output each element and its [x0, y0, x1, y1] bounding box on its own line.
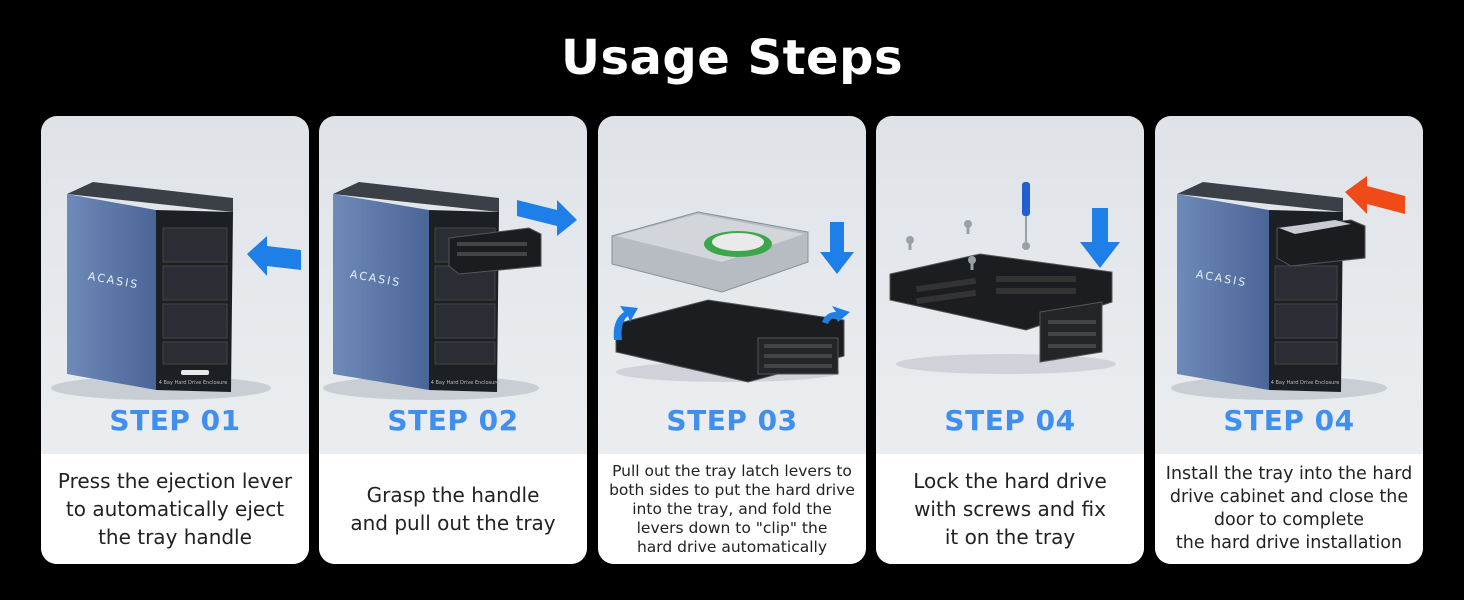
panel-text: 4 Bay Hard Drive Enclosure	[431, 380, 500, 386]
arrow-right-icon	[517, 200, 577, 236]
step-description: Press the ejection lever to automaticall…	[57, 469, 293, 549]
curved-arrow-icon	[613, 306, 638, 340]
step-card-3: STEP 03 Pull out the tray latch levers t…	[598, 116, 866, 564]
arrow-left-icon	[1345, 176, 1405, 214]
arrow-down-icon	[820, 222, 854, 274]
step-label: STEP 04	[944, 404, 1076, 437]
step-description-box: Grasp the handle and pull out the tray	[319, 454, 587, 564]
step-label: STEP 04	[1223, 404, 1355, 437]
step-description: Lock the hard drive with screws and fix …	[913, 469, 1107, 549]
step-label: STEP 01	[109, 404, 241, 437]
screwdriver-icon	[1022, 182, 1030, 216]
step-description-box: Lock the hard drive with screws and fix …	[876, 454, 1144, 564]
enclosure-illustration: ACASIS 4 Bay Hard Drive Enclosure	[323, 182, 577, 400]
step-description-box: Pull out the tray latch levers to both s…	[598, 454, 866, 564]
step-description: Install the tray into the hard drive cab…	[1165, 464, 1413, 553]
step-description: Pull out the tray latch levers to both s…	[609, 461, 855, 556]
step-description-box: Press the ejection lever to automaticall…	[41, 454, 309, 564]
step-card-4: STEP 04 Lock the hard drive with screws …	[876, 116, 1144, 564]
step-card-5: ACASIS 4 Bay Hard Drive Enclosure STEP 0…	[1155, 116, 1423, 564]
arrow-left-icon	[247, 236, 301, 276]
step-label: STEP 03	[666, 404, 798, 437]
hard-drive-tray-illustration	[611, 211, 854, 383]
enclosure-illustration: ACASIS 4 Bay Hard Drive Enclosure	[51, 182, 301, 400]
step-card-2: ACASIS 4 Bay Hard Drive Enclosure STEP 0…	[319, 116, 587, 564]
panel-text: 4 Bay Hard Drive Enclosure	[159, 380, 228, 386]
enclosure-install-illustration: ACASIS 4 Bay Hard Drive Enclosure	[1171, 176, 1405, 400]
panel-text: 4 Bay Hard Drive Enclosure	[1271, 380, 1340, 386]
page-title: Usage Steps	[560, 30, 904, 86]
step-label: STEP 02	[387, 404, 519, 437]
step-description-box: Install the tray into the hard drive cab…	[1155, 454, 1423, 564]
tray-screws-illustration	[889, 182, 1120, 374]
arrow-down-icon	[1080, 208, 1120, 268]
curved-arrow-icon	[822, 306, 850, 324]
step-description: Grasp the handle and pull out the tray	[350, 483, 556, 535]
step-card-1: ACASIS 4 Bay Hard Drive Enclosure STEP 0…	[41, 116, 309, 564]
